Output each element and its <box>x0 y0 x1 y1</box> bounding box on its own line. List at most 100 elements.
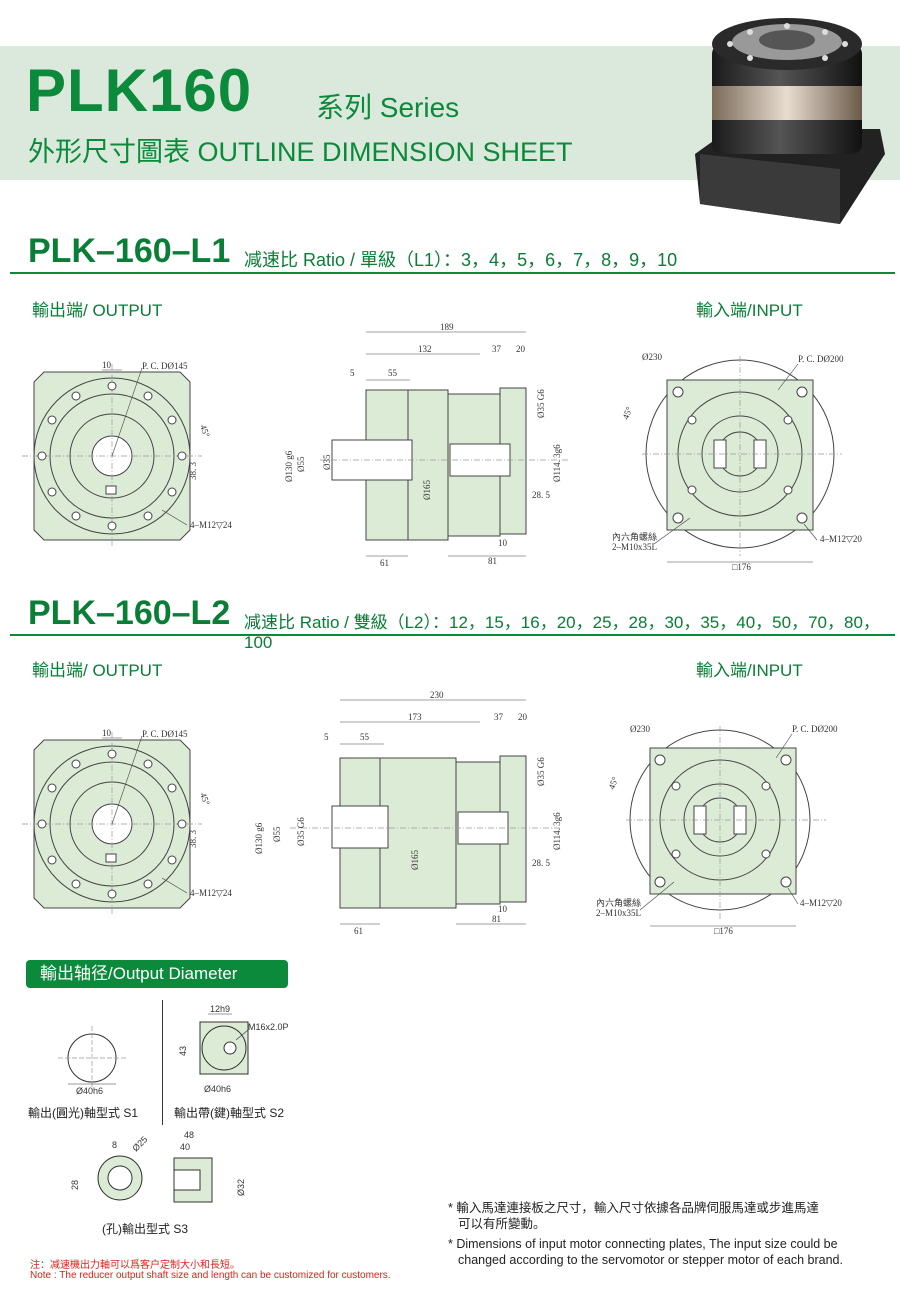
l1-output-view: 10 P. C. DØ145 45° 38. 3 4–M12▽24 <box>22 360 252 550</box>
l1-side-dim61: 61 <box>380 558 389 568</box>
l1-side-d165: Ø165 <box>422 480 432 500</box>
l1-in-angle: 45° <box>620 405 634 421</box>
l2-side-d114: Ø114. 3g6 <box>552 812 562 850</box>
l2-side-total: 230 <box>430 690 444 700</box>
l1-in-thread: 4–M12▽20 <box>820 534 862 544</box>
section-l1-ratio: 减速比 Ratio / 單級（L1）：3，4，5，6，7，8，9，10 <box>244 250 678 270</box>
l2-side-dim61: 61 <box>354 926 363 936</box>
l1-side-d35g6: Ø35 G6 <box>536 389 546 418</box>
l2-in-square: □176 <box>714 926 733 936</box>
l2-output-view: 10 P. C. DØ145 45° 38. 3 4–M12▽24 <box>22 728 252 918</box>
section-l1-input-label: 輸入端/INPUT <box>696 301 803 320</box>
l2-side-d35: Ø35 G6 <box>296 817 306 846</box>
l2-out-pcd: P. C. DØ145 <box>142 729 188 739</box>
l2-in-screw-spec: 2–M10x35L <box>596 908 641 918</box>
l2-side-dim81: 81 <box>492 914 501 924</box>
footnote-en-1: * Dimensions of input motor connecting p… <box>448 1237 838 1251</box>
section-l2-ratio: 减速比 Ratio / 雙級（L2）：12，15，16，20，25，28，30，… <box>244 613 880 652</box>
l1-side-shaft-len: 55 <box>388 368 398 378</box>
l2-side-d130: Ø130 g6 <box>254 822 264 854</box>
shaft-s2-drawing: 12h9 43 M16x2.0P Ø40h6 <box>168 1000 308 1096</box>
l2-side-step: 5 <box>324 732 329 742</box>
shaft-divider <box>162 1000 163 1125</box>
l1-side-r285: 28. 5 <box>532 490 551 500</box>
l1-in-square: □176 <box>732 562 751 572</box>
note-en: Note : The reducer output shaft size and… <box>30 1270 391 1281</box>
s2-caption: 輸出帶(鍵)軸型式 S2 <box>174 1106 285 1120</box>
s3-key: 8 <box>112 1140 117 1150</box>
section-l1-title: PLK–160–L1 <box>28 232 231 270</box>
section-l2-rule <box>10 634 895 636</box>
l1-side-total: 189 <box>440 322 454 332</box>
footnote-en-2: changed according to the servomotor or s… <box>458 1253 843 1267</box>
l1-out-thread: 4–M12▽24 <box>190 520 232 530</box>
l2-side-d35g6: Ø35 G6 <box>536 757 546 786</box>
section-l2-output-label: 輸出端/ OUTPUT <box>32 661 163 680</box>
l2-in-dia: Ø230 <box>630 724 650 734</box>
section-l2-title: PLK–160–L2 <box>28 594 231 632</box>
l2-out-key: 10 <box>102 728 112 738</box>
s3-height: 28 <box>70 1180 80 1190</box>
footnote-cn-2: 可以有所變動。 <box>458 1217 546 1231</box>
section-l1-output-label: 輸出端/ OUTPUT <box>32 301 163 320</box>
l2-out-angle: 45° <box>198 791 212 807</box>
l2-side-shaft-len: 55 <box>360 732 370 742</box>
note-cn: 注：减速機出力軸可以爲客户定制大小和長短。 <box>30 1260 240 1271</box>
section-l2-input-label: 輸入端/INPUT <box>696 661 803 680</box>
l1-input-view: Ø230 P. C. DØ200 45° 內六角螺絲 2–M10x35L 4–M… <box>612 350 887 574</box>
l1-side-dim81: 81 <box>488 556 497 566</box>
l2-out-thread: 4–M12▽24 <box>190 888 232 898</box>
l1-out-offset: 38. 3 <box>188 462 198 481</box>
l1-out-angle: 45° <box>198 423 212 439</box>
shaft-s3-drawing: 8 Ø25 28 48 40 Ø32 <box>64 1128 264 1218</box>
s2-key: 12h9 <box>210 1004 230 1014</box>
series-label: 系列 Series <box>316 92 460 123</box>
l1-side-d55: Ø55 <box>296 456 306 472</box>
s3-len40: 40 <box>180 1142 190 1152</box>
sheet-subtitle: 外形尺寸圖表 OUTLINE DIMENSION SHEET <box>28 137 573 167</box>
section-l1-rule <box>10 272 895 274</box>
l1-side-cap: 20 <box>516 344 526 354</box>
model-title: PLK160 <box>26 57 253 124</box>
l2-side-flange: 37 <box>494 712 504 722</box>
s2-height: 43 <box>178 1046 188 1056</box>
l2-side-r285: 28. 5 <box>532 858 551 868</box>
l1-side-flange: 37 <box>492 344 502 354</box>
s2-dia: Ø40h6 <box>204 1084 231 1094</box>
l2-input-view: Ø230 P. C. DØ200 45° 內六角螺絲 2–M10x35L 4–M… <box>596 720 876 940</box>
l1-side-body: 132 <box>418 344 432 354</box>
l2-side-d165: Ø165 <box>410 850 420 870</box>
l1-side-view: 189 132 37 20 5 55 Ø130 g6 Ø55 Ø35 Ø165 … <box>270 322 590 572</box>
l2-in-pcd: P. C. DØ200 <box>792 724 838 734</box>
l1-in-screw-spec: 2–M10x35L <box>612 542 657 552</box>
s1-caption: 輸出(圓光)軸型式 S1 <box>28 1106 139 1120</box>
s3-len48: 48 <box>184 1130 194 1140</box>
l2-side-view: 230 173 37 20 5 55 Ø130 g6 Ø55 Ø35 G6 Ø1… <box>240 690 580 940</box>
l1-out-pcd: P. C. DØ145 <box>142 361 188 371</box>
product-photo <box>690 4 890 230</box>
s2-thread: M16x2.0P <box>248 1022 289 1032</box>
l1-side-d114: Ø114. 3g6 <box>552 444 562 482</box>
s1-dia: Ø40h6 <box>76 1086 103 1096</box>
l2-side-cap: 20 <box>518 712 528 722</box>
s3-bore: Ø25 <box>130 1134 149 1153</box>
shaft-s1-drawing: Ø40h6 <box>40 1018 150 1098</box>
l2-side-d55: Ø55 <box>272 826 282 842</box>
l1-side-dim10: 10 <box>498 538 508 548</box>
l2-side-body: 173 <box>408 712 422 722</box>
l2-in-screw: 內六角螺絲 <box>596 897 641 908</box>
l1-side-d35: Ø35 <box>322 454 332 470</box>
s3-caption: (孔)輸出型式 S3 <box>102 1222 189 1236</box>
l1-in-pcd: P. C. DØ200 <box>798 354 844 364</box>
output-diameter-title: 輸出轴径/Output Diameter <box>26 960 288 988</box>
l2-side-dim10: 10 <box>498 904 508 914</box>
footnote-cn-1: * 輸入馬達連接板之尺寸，輸入尺寸依據各品牌伺服馬達或步進馬達 <box>448 1201 819 1215</box>
l1-out-key: 10 <box>102 360 112 370</box>
l2-in-thread: 4–M12▽20 <box>800 898 842 908</box>
l1-side-step: 5 <box>350 368 355 378</box>
l2-out-offset: 38. 3 <box>188 830 198 849</box>
l2-in-angle: 45° <box>606 775 620 791</box>
s3-outer: Ø32 <box>236 1179 246 1196</box>
l1-in-dia: Ø230 <box>642 352 662 362</box>
l1-in-screw: 內六角螺絲 <box>612 531 657 542</box>
